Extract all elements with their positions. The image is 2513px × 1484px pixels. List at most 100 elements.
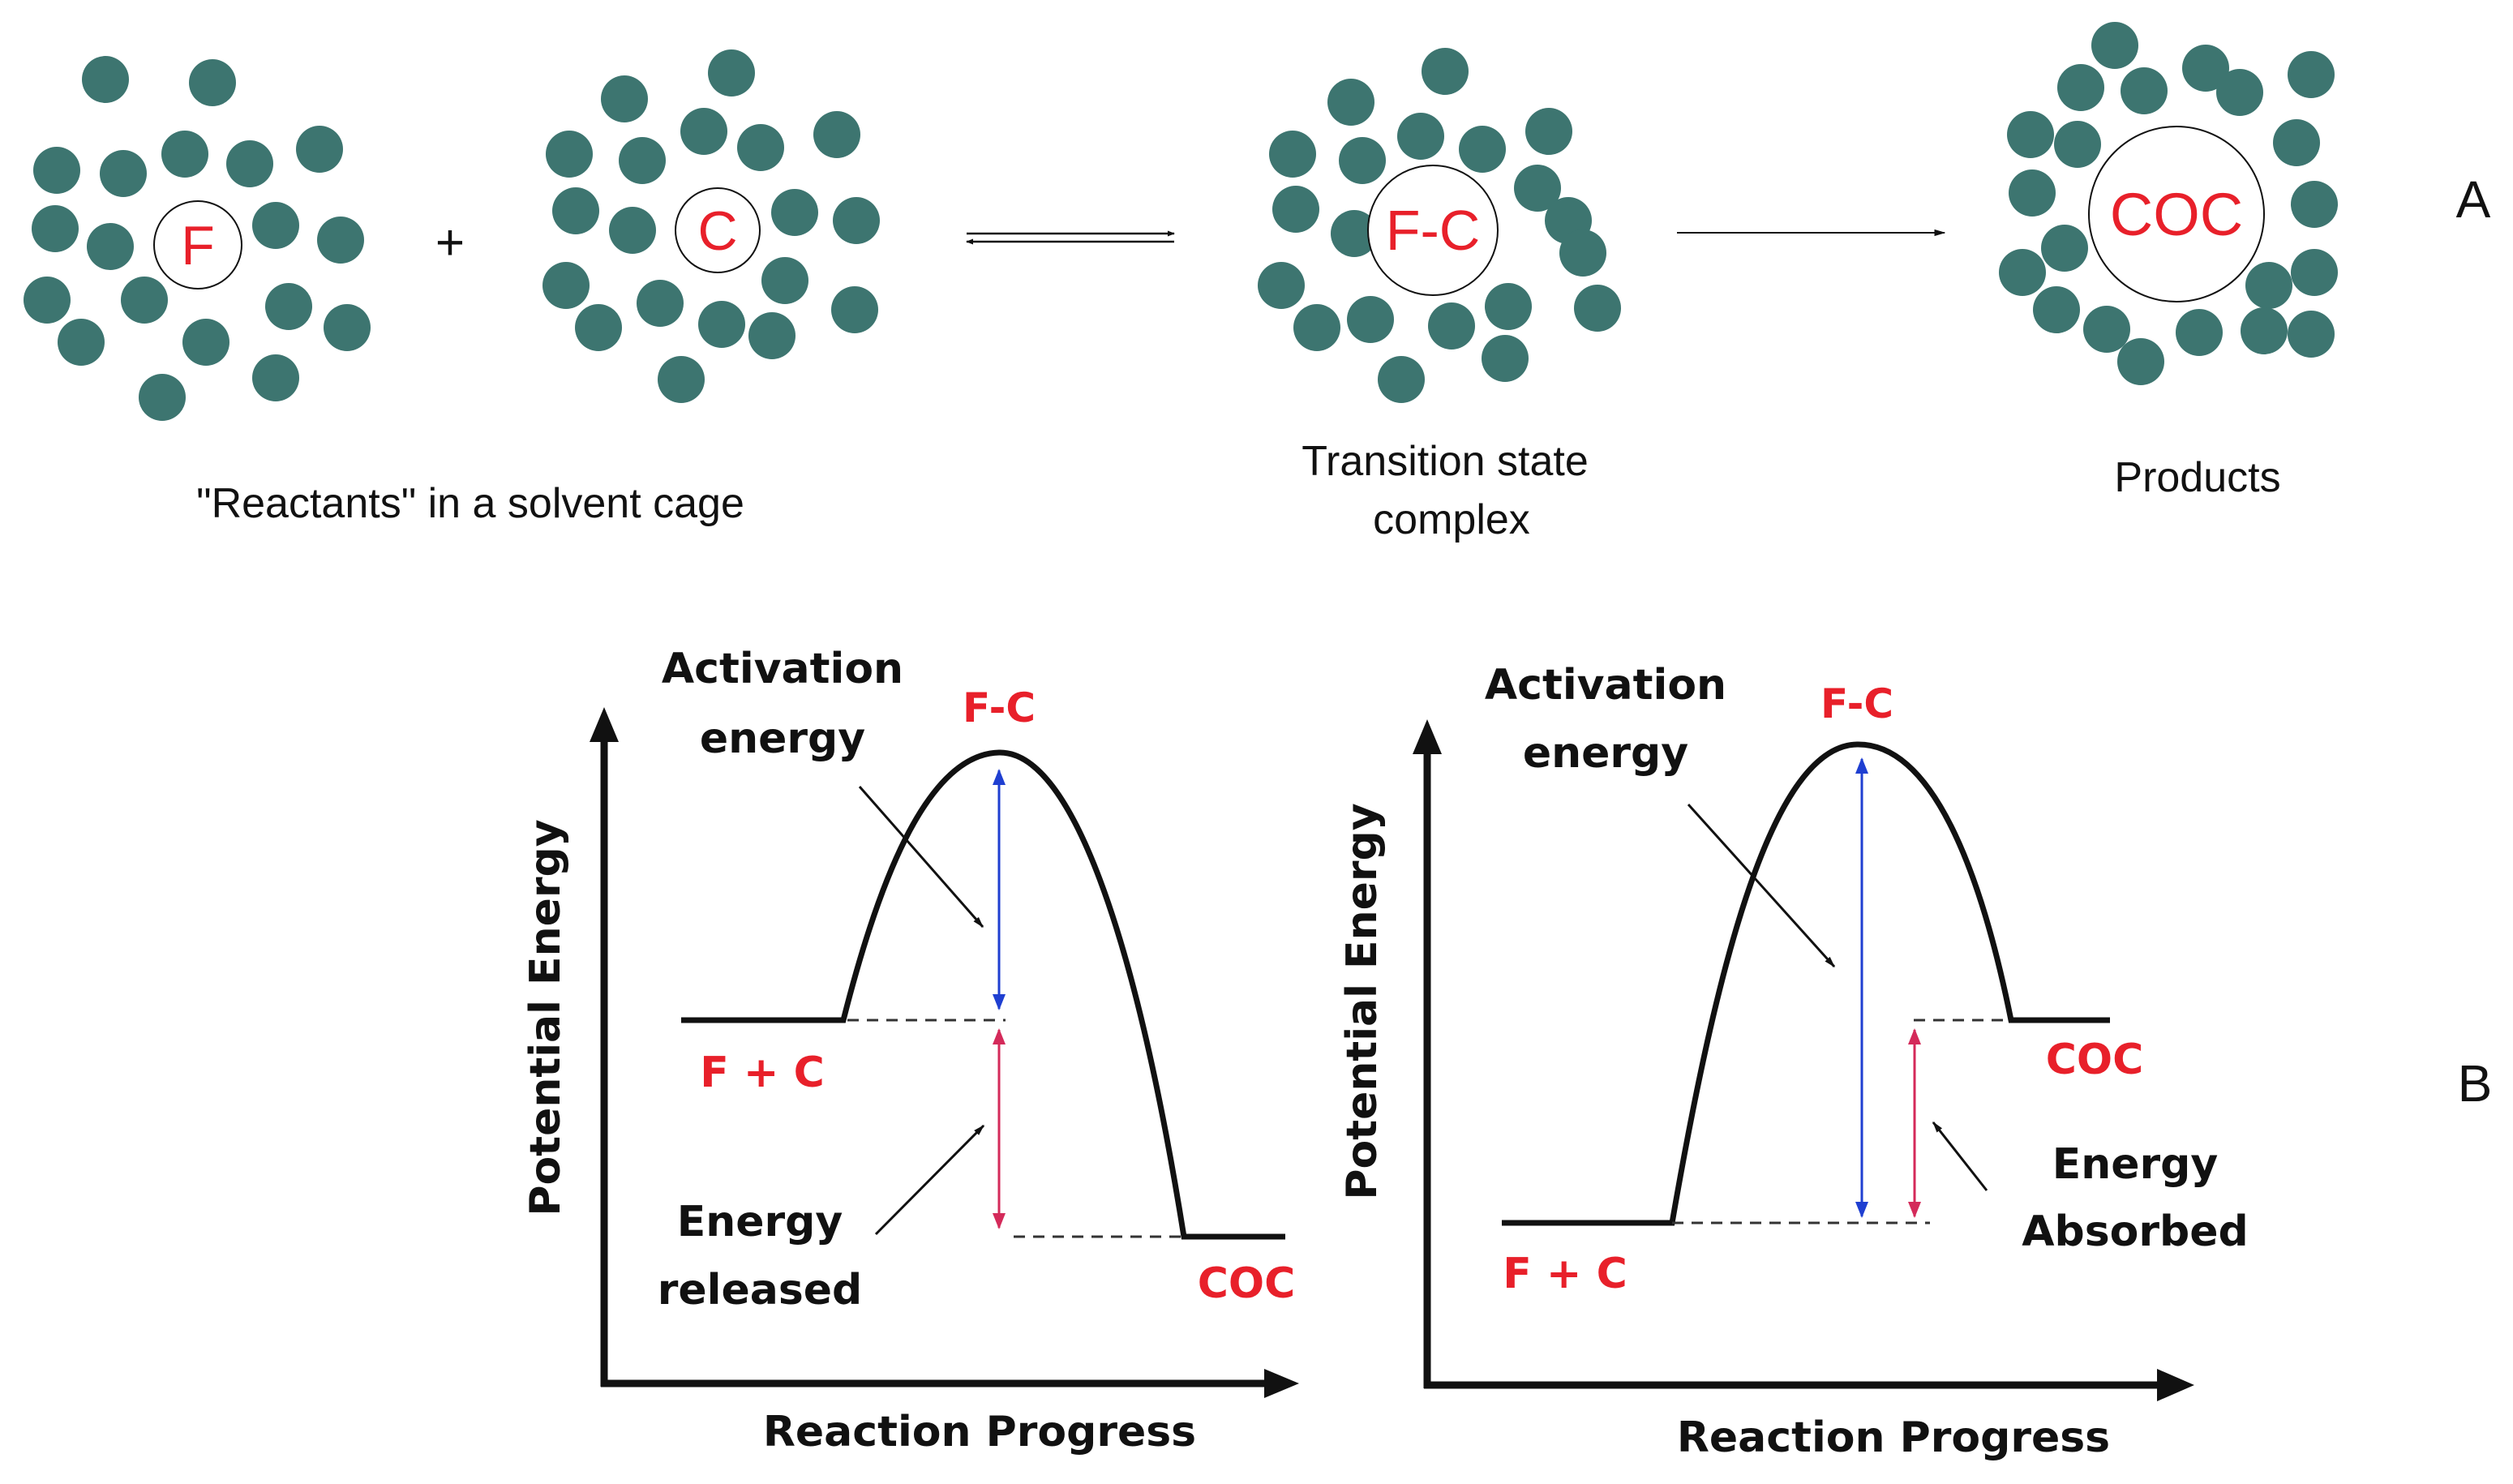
solvent-molecule: [737, 124, 784, 171]
solvent-molecule: [2083, 306, 2130, 353]
solvent-molecule: [601, 75, 648, 122]
solvent-molecule: [658, 356, 705, 403]
species-circle-coc: [2088, 126, 2265, 302]
solvent-molecule: [1293, 304, 1340, 351]
plus-sign: +: [435, 215, 465, 271]
panel-a-label: A: [2456, 170, 2491, 229]
solvent-molecule: [1485, 283, 1532, 330]
solvent-cage-fc: [1258, 48, 1621, 403]
activation-pointer: [858, 786, 984, 929]
solvent-molecule: [1327, 79, 1374, 126]
y-axis-arrowhead: [590, 707, 619, 742]
species-circle-f: [153, 200, 242, 290]
activation-label-line1: Activation: [662, 645, 903, 693]
activation-pointer: [1687, 803, 1836, 968]
solvent-molecule: [813, 111, 860, 158]
solvent-molecule: [1378, 356, 1425, 403]
solvent-molecule: [2033, 286, 2080, 333]
solvent-molecule: [831, 286, 878, 333]
x-axis-label: Reaction Progress: [763, 1408, 1196, 1456]
energy-pointer: [1932, 1121, 1988, 1191]
activation-label-line1: Activation: [1485, 661, 1726, 710]
y-axis-arrowhead: [1413, 719, 1442, 754]
solvent-molecule: [2054, 121, 2101, 168]
solvent-molecule: [2291, 249, 2338, 296]
solvent-molecule: [1347, 296, 1394, 343]
product-label: COC: [2046, 1036, 2144, 1084]
energy-pointer: [874, 1124, 985, 1236]
x-axis-arrowhead: [2157, 1369, 2194, 1401]
solvent-molecule: [252, 202, 299, 249]
solvent-molecule: [698, 301, 745, 348]
energy-diagram-exothermic: F-C Activation energy F + C Energy relea…: [521, 645, 1299, 1456]
solvent-molecule: [1999, 249, 2046, 296]
solvent-molecule: [24, 277, 71, 324]
solvent-molecule: [317, 217, 364, 264]
solvent-molecule: [1258, 262, 1305, 309]
species-coc: COC: [2110, 181, 2243, 248]
solvent-molecule: [296, 126, 343, 173]
solvent-molecule: [2273, 119, 2320, 166]
solvent-molecule: [189, 59, 236, 106]
solvent-molecule: [552, 187, 599, 234]
solvent-molecule: [748, 312, 795, 359]
solvent-molecule: [609, 207, 656, 254]
solvent-molecule: [542, 262, 590, 309]
solvent-molecule: [708, 49, 755, 97]
solvent-molecule: [575, 304, 622, 351]
x-axis-arrowhead: [1264, 1369, 1299, 1398]
product-label: COC: [1198, 1259, 1296, 1308]
solvent-molecule: [2216, 69, 2263, 116]
energy-diagram-endothermic: F-C Activation energy COC Energy Absorbe…: [1338, 661, 2249, 1462]
transition-caption-line1: Transition state: [1302, 438, 1589, 485]
energy-label-line1: Energy: [2052, 1140, 2219, 1189]
solvent-molecule: [771, 189, 818, 236]
reactants-caption: "Reactants" in a solvent cage: [196, 480, 744, 527]
species-circle-c: [675, 187, 761, 273]
solvent-molecule: [2176, 309, 2223, 356]
solvent-molecule: [139, 374, 186, 421]
solvent-molecule: [324, 304, 371, 351]
solvent-molecule: [2009, 169, 2056, 217]
solvent-molecule: [2121, 67, 2168, 114]
solvent-molecule: [32, 205, 79, 252]
solvent-molecule: [1574, 285, 1621, 332]
species-circle-fc: [1367, 165, 1499, 296]
solvent-molecule: [33, 147, 80, 194]
solvent-molecule: [1269, 131, 1316, 178]
peak-label: F-C: [1820, 680, 1893, 727]
energy-label-line2: Absorbed: [2022, 1207, 2249, 1256]
solvent-molecule: [637, 280, 684, 327]
activation-label-line2: energy: [1523, 729, 1688, 778]
solvent-molecule: [2288, 311, 2335, 358]
solvent-molecule: [1482, 335, 1529, 382]
y-axis-label: Potential Energy: [521, 819, 570, 1216]
products-caption: Products: [2114, 454, 2280, 501]
panel-a: F + C F-C COC A "Reactants" in a solvent…: [24, 22, 2491, 543]
transition-caption-line2: complex: [1373, 496, 1530, 543]
solvent-molecule: [1339, 137, 1386, 184]
species-c: C: [697, 200, 737, 262]
solvent-molecule: [680, 108, 727, 155]
solvent-molecule: [1397, 113, 1444, 160]
y-axis-label: Potential Energy: [1338, 803, 1387, 1199]
solvent-molecule: [761, 257, 808, 304]
solvent-molecule: [1422, 48, 1469, 95]
solvent-molecule: [1525, 108, 1572, 155]
reactant-label: F + C: [700, 1049, 824, 1097]
solvent-molecule: [2117, 338, 2164, 385]
solvent-molecule: [2041, 225, 2088, 272]
solvent-molecule: [82, 56, 129, 103]
solvent-molecule: [833, 197, 880, 244]
solvent-molecule: [1514, 165, 1561, 212]
species-fc: F-C: [1386, 199, 1481, 262]
solvent-molecule: [2057, 64, 2104, 111]
solvent-molecule: [226, 140, 273, 187]
solvent-molecule: [2291, 181, 2338, 228]
solvent-molecule: [2007, 111, 2054, 158]
solvent-molecule: [1459, 126, 1506, 173]
activation-label-line2: energy: [700, 714, 865, 763]
solvent-molecule: [252, 354, 299, 401]
solvent-molecule: [2091, 22, 2138, 69]
